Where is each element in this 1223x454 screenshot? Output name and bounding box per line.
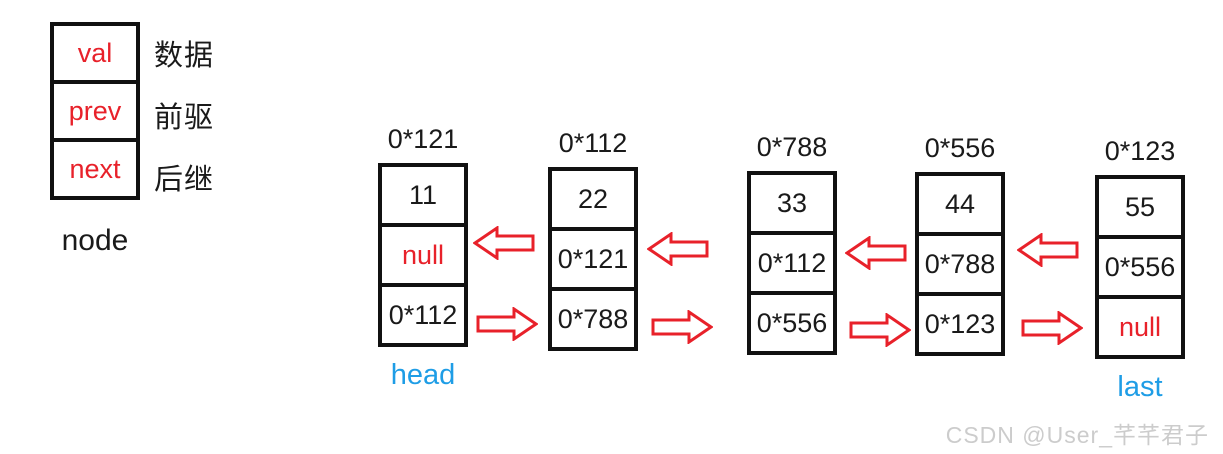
node-prev-cell: null [382,227,464,287]
node-address: 0*788 [756,132,828,162]
node-prev-cell: 0*112 [751,235,833,295]
node-box: 55 0*556 null [1095,175,1185,359]
node-prev-cell: 0*788 [919,236,1001,296]
legend-desc-val: 数据 [154,40,215,72]
list-node-4: 0*556 44 0*788 0*123 [915,133,1005,368]
legend-desc-prev: 前驱 [154,102,215,134]
node-val-cell: 44 [919,176,1001,236]
node-address: 0*112 [558,128,628,158]
csdn-watermark: CSDN @User_芊芊君子 [945,422,1209,448]
next-arrow-icon [1021,311,1083,345]
legend-desc-next: 后继 [154,164,215,196]
head-label: head [390,359,456,391]
node-next-cell: 0*556 [756,307,828,338]
list-node-5: 0*123 55 0*556 null last [1095,136,1185,404]
node-prev-cell: 0*556 [1099,239,1181,299]
prev-arrow-icon [1017,233,1079,267]
node-address: 0*123 [1104,136,1176,166]
prev-arrow-icon [473,226,535,260]
next-arrow-icon [476,307,538,341]
legend-cell-next: next [69,153,121,184]
list-node-2: 0*112 22 0*121 0*788 [548,128,638,363]
node-next-cell: 0*112 [388,299,458,330]
node-next-cell: null [1118,311,1162,342]
node-address: 0*121 [387,124,459,154]
node-next-cell: 0*123 [924,308,996,339]
prev-arrow-icon [845,236,907,270]
node-box: 33 0*112 0*556 [747,171,837,355]
node-val-cell: 55 [1099,179,1181,239]
legend-node-box: val prev next [50,22,140,200]
node-box: 44 0*788 0*123 [915,172,1005,356]
next-arrow-icon [849,313,911,347]
node-val-cell: 22 [552,171,634,231]
node-address: 0*556 [924,133,996,163]
node-box: 22 0*121 0*788 [548,167,638,351]
legend-caption: node [61,224,129,257]
node-next-cell: 0*788 [557,303,629,334]
list-node-1: 0*121 11 null 0*112 head [378,124,468,392]
legend-cell-prev: prev [54,84,136,142]
list-node-3: 0*788 33 0*112 0*556 [747,132,837,367]
legend-cell-val: val [54,26,136,84]
next-arrow-icon [651,310,713,344]
node-val-cell: 11 [382,167,464,227]
node-prev-cell: 0*121 [552,231,634,291]
legend: val prev next 数据 前驱 后继 node [50,22,214,258]
node-box: 11 null 0*112 [378,163,468,347]
node-val-cell: 33 [751,175,833,235]
last-label: last [1117,371,1163,403]
prev-arrow-icon [647,232,709,266]
